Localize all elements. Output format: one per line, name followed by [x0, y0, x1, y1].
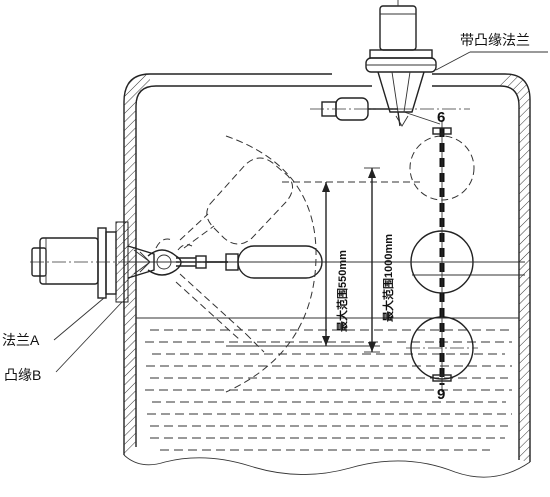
- flange-a-label: 法兰A: [2, 332, 40, 348]
- tank-wall: [123, 73, 531, 478]
- vertical-float-rod: [406, 120, 478, 392]
- range-550-label: 最大范围550mm: [335, 250, 349, 332]
- top-flange-leader: [435, 51, 471, 71]
- top-flange-label: 带凸缘法兰: [460, 32, 530, 48]
- range-1000-label: 最大范围1000mm: [381, 234, 395, 322]
- top-level-switch: [310, 0, 470, 127]
- mark-bottom-label: 9: [437, 386, 445, 403]
- boss-b-label: 凸缘B: [4, 367, 41, 383]
- dimension-lines: [226, 167, 420, 353]
- side-level-switch: [30, 135, 338, 393]
- mark-top-label: 6: [437, 109, 445, 126]
- liquid: [136, 261, 525, 451]
